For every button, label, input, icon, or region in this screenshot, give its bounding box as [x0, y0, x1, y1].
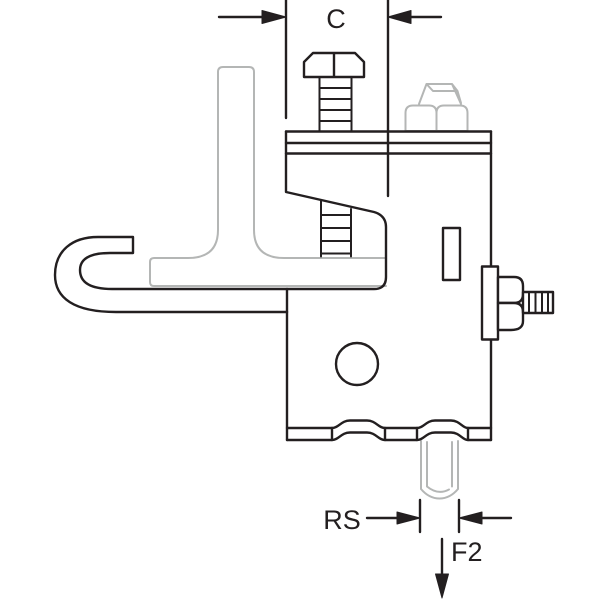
dimension-c-arrowhead-right-icon	[387, 10, 412, 24]
side-slot	[441, 226, 462, 282]
dimension-c-arrowhead-left-icon	[261, 10, 287, 24]
rod-contour-lines	[426, 441, 453, 493]
bottom-serrated-edge-bottom	[285, 431, 493, 442]
top-bolt-shank-upper	[318, 76, 353, 132]
lock-nut-facet-left-icon	[404, 104, 438, 132]
rs-arrowhead-right-icon	[458, 511, 483, 525]
side-bolt-thread-lines	[528, 291, 549, 314]
side-bolt-head-lower-facet-icon	[496, 301, 525, 332]
bottom-edge-segment-ticks	[330, 426, 470, 442]
force-f2-arrow	[435, 537, 449, 599]
dimension-rs-label: RS	[323, 505, 361, 535]
side-bolt-head-upper-facet-icon	[496, 275, 525, 305]
top-bolt-shank-lower	[320, 200, 352, 258]
beam-flange-profile-right	[217, 66, 387, 259]
top-clamp-bolt	[302, 51, 366, 258]
rod-outline	[420, 440, 459, 500]
ink-layer	[53, 0, 555, 599]
top-bolt-head-icon	[302, 51, 366, 79]
lock-nut-facet-right-icon	[435, 104, 469, 132]
rs-arrowhead-left-icon	[396, 511, 421, 525]
dimension-c-label: C	[326, 4, 346, 34]
light-gray-layer	[149, 66, 469, 500]
lock-nut-crown-icon	[418, 83, 462, 105]
f2-arrowhead-icon	[435, 573, 449, 599]
dimension-labels: C RS F2	[323, 4, 482, 567]
side-bolt-assembly	[480, 265, 555, 341]
dimension-rs	[365, 498, 513, 534]
threaded-hanger-rod	[420, 440, 459, 500]
bottom-serrated-edge-top	[285, 419, 493, 430]
mounting-hole	[334, 341, 380, 387]
body-jaw-and-hook-outline	[53, 130, 388, 314]
side-washer-plate	[480, 265, 500, 341]
beam-flange-profile-left	[149, 229, 387, 287]
clamp-body	[53, 130, 493, 442]
force-f2-label: F2	[451, 537, 483, 567]
top-plate-lines	[284, 130, 493, 155]
lock-nut	[404, 83, 469, 132]
